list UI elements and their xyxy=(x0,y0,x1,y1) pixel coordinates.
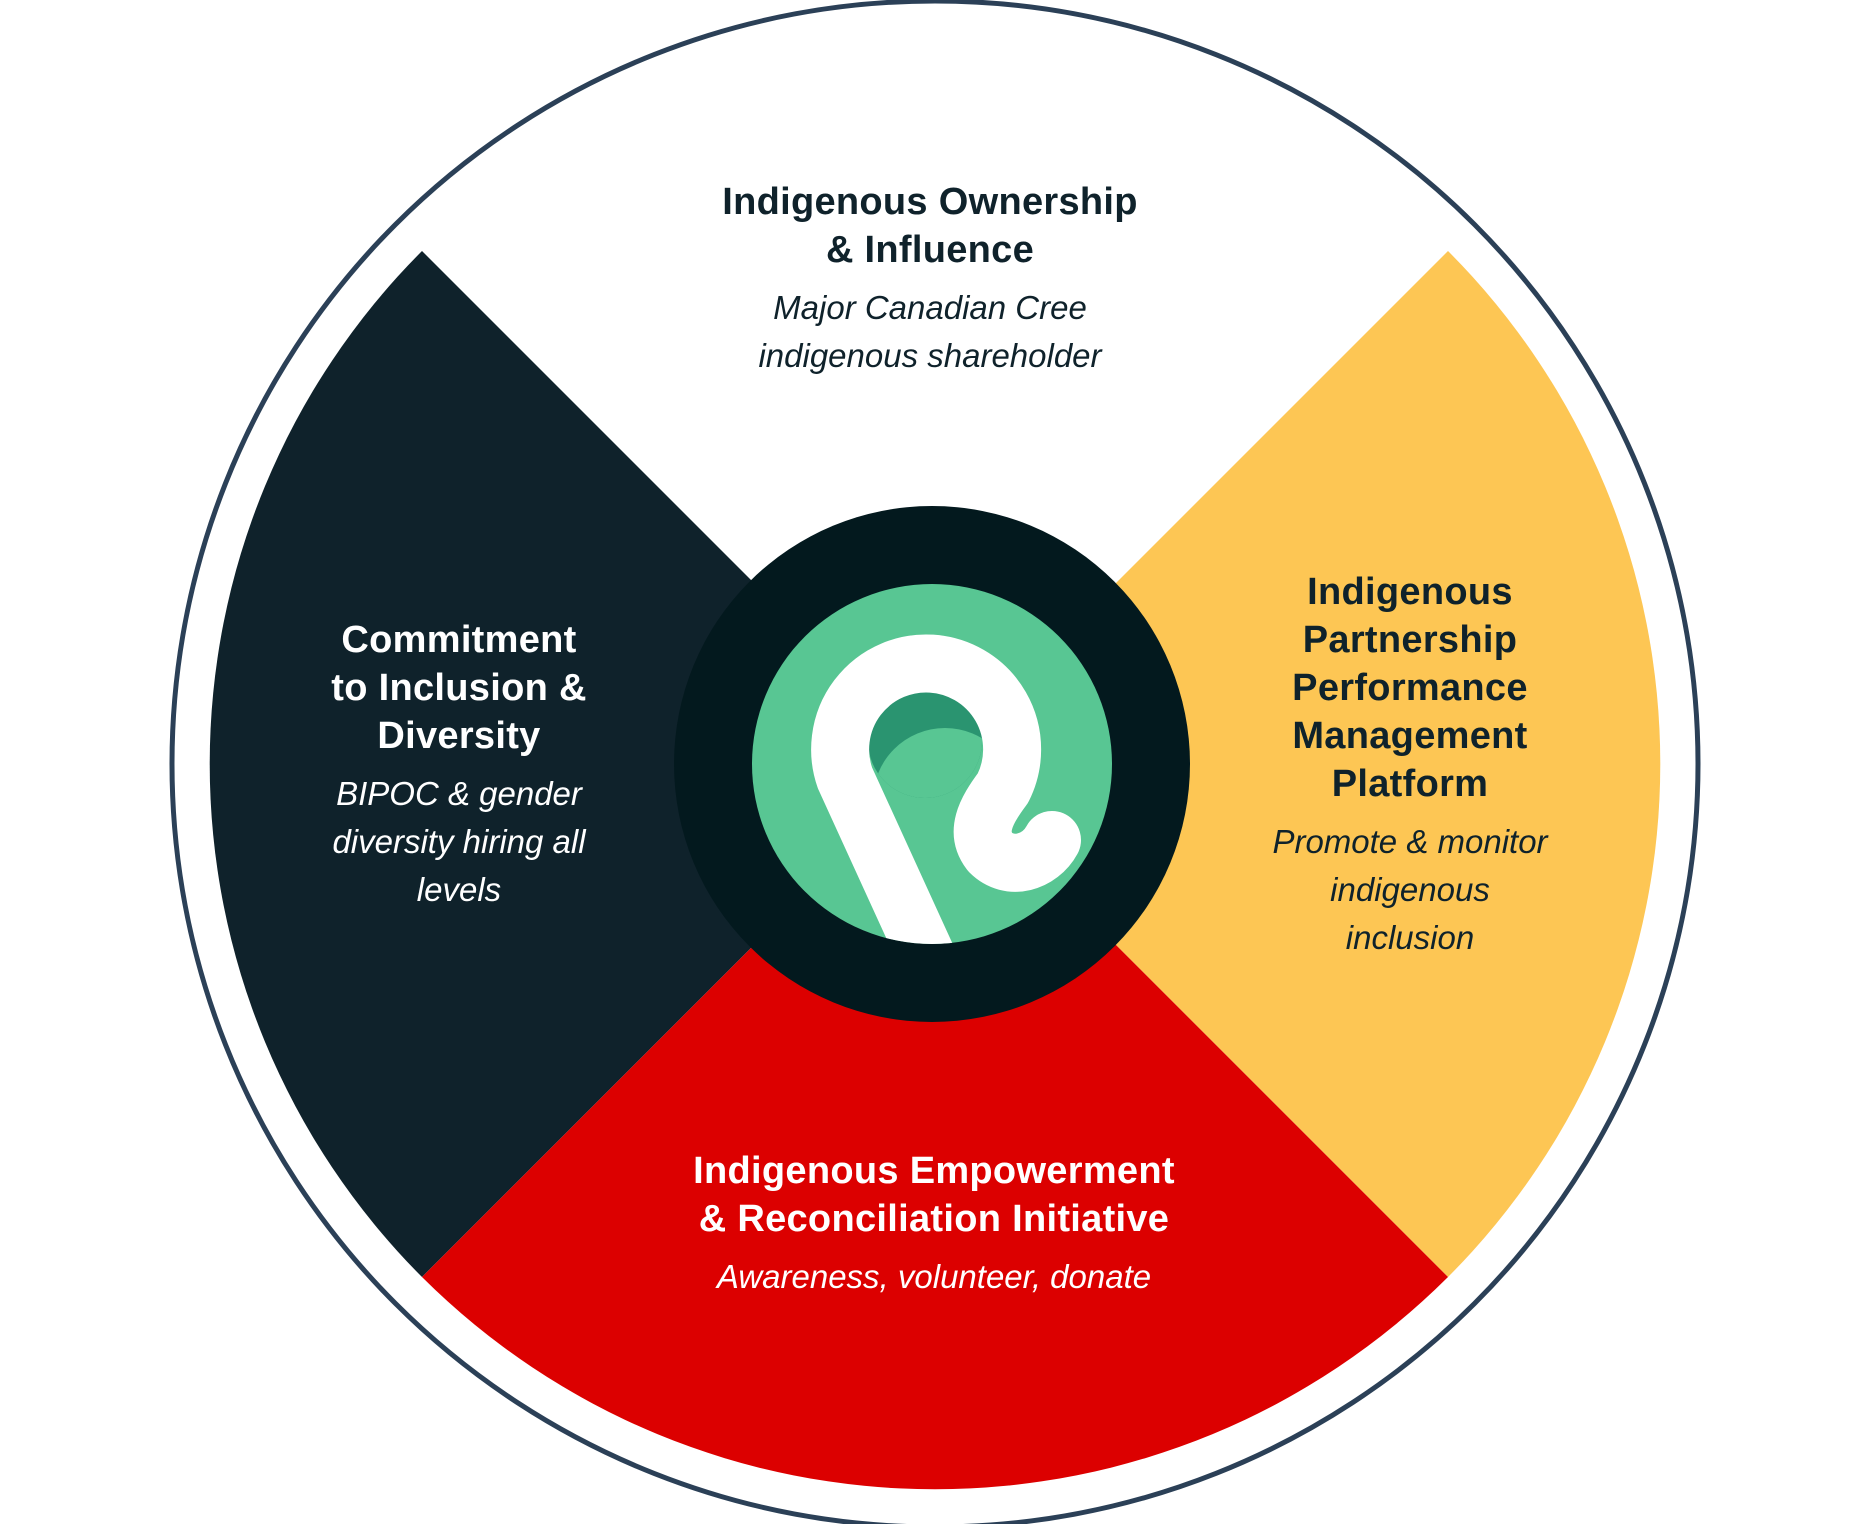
title-line: Diversity xyxy=(377,715,541,757)
subtitle-line: inclusion xyxy=(1345,919,1475,956)
subtitle-line: BIPOC & gender xyxy=(336,775,582,812)
title-line: Performance xyxy=(1292,667,1528,709)
section-subtitle: Major Canadian Cree indigenous sharehold… xyxy=(722,284,1138,380)
sector-east xyxy=(935,251,1661,1277)
sector-west xyxy=(209,251,935,1277)
sector-south xyxy=(422,764,1448,1490)
section-title: Indigenous Partnership Performance Manag… xyxy=(1272,568,1547,808)
title-line: Indigenous Ownership xyxy=(722,181,1138,223)
section-empowerment-reconciliation: Indigenous Empowerment & Reconciliation … xyxy=(693,1147,1175,1301)
subtitle-line: Promote & monitor xyxy=(1272,823,1548,860)
section-subtitle: BIPOC & gender diversity hiring all leve… xyxy=(331,770,586,914)
subtitle-line: indigenous xyxy=(1330,871,1490,908)
subtitle-line: diversity hiring all xyxy=(332,823,586,860)
section-subtitle: Awareness, volunteer, donate xyxy=(693,1253,1175,1301)
section-title: Indigenous Ownership & Influence xyxy=(722,178,1138,274)
title-line: Indigenous Empowerment xyxy=(693,1150,1175,1192)
title-line: Indigenous xyxy=(1307,571,1513,613)
section-inclusion-diversity: Commitment to Inclusion & Diversity BIPO… xyxy=(331,616,586,914)
section-title: Indigenous Empowerment & Reconciliation … xyxy=(693,1147,1175,1243)
section-title: Commitment to Inclusion & Diversity xyxy=(331,616,586,760)
title-line: to Inclusion & xyxy=(331,667,587,709)
section-subtitle: Promote & monitor indigenous inclusion xyxy=(1272,818,1547,962)
subtitle-line: indigenous shareholder xyxy=(758,337,1102,374)
subtitle-line: Awareness, volunteer, donate xyxy=(716,1258,1152,1295)
title-line: Partnership xyxy=(1302,619,1518,661)
title-line: Platform xyxy=(1331,763,1489,805)
section-partnership-platform: Indigenous Partnership Performance Manag… xyxy=(1272,568,1547,962)
title-line: & Influence xyxy=(825,229,1035,271)
title-line: Management xyxy=(1292,715,1528,757)
section-ownership: Indigenous Ownership & Influence Major C… xyxy=(722,178,1138,380)
title-line: & Reconciliation Initiative xyxy=(698,1198,1170,1240)
title-line: Commitment xyxy=(341,619,577,661)
subtitle-line: Major Canadian Cree xyxy=(773,289,1087,326)
logo-icon xyxy=(752,584,1112,944)
subtitle-line: levels xyxy=(416,871,502,908)
